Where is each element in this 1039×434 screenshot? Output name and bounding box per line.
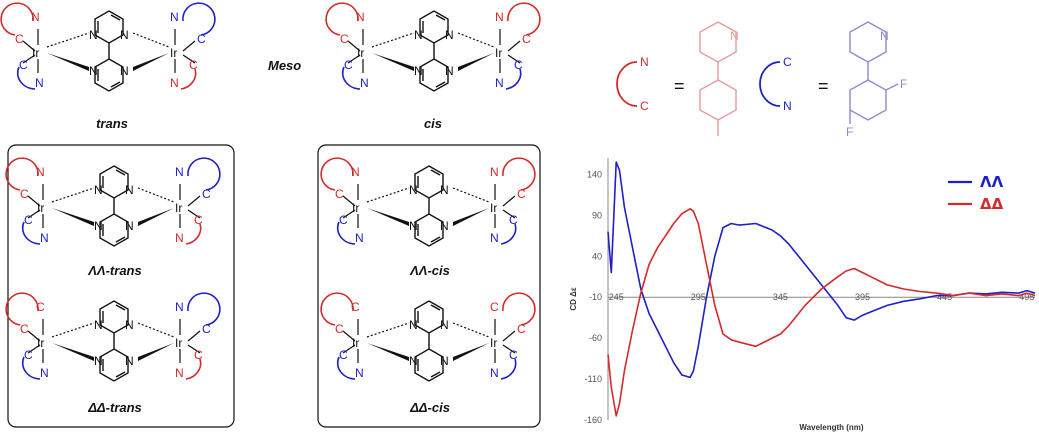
series-line-0	[607, 161, 1036, 379]
svg-text:N: N	[490, 165, 499, 179]
svg-text:N: N	[351, 165, 360, 179]
svg-text:C: C	[340, 32, 349, 46]
equals-sign-1: =	[674, 76, 685, 96]
svg-text:C: C	[522, 32, 531, 46]
x-axis-title: Wavelength (nm)	[799, 423, 863, 432]
svg-text:C: C	[517, 187, 526, 201]
label-dd-trans: ΔΔ-trans	[87, 400, 142, 415]
svg-text:C: C	[24, 348, 33, 362]
legend-py-n-red: N	[730, 29, 739, 43]
svg-text:C: C	[24, 213, 33, 227]
ligand-legend-red: N C = N	[616, 21, 739, 136]
x-tick-label: 445	[937, 292, 952, 302]
label-ll-cis: ΛΛ-cis	[409, 263, 450, 278]
box-cis-enantiomers	[317, 144, 541, 428]
label-meso: Meso	[268, 58, 301, 73]
svg-text:N: N	[175, 165, 184, 179]
svg-text:N: N	[175, 300, 184, 314]
svg-text:C: C	[335, 322, 344, 336]
svg-text:C: C	[339, 348, 348, 362]
x-tick-label: 395	[855, 292, 870, 302]
svg-text:N: N	[490, 231, 499, 245]
legend-label-0: ΛΛ	[980, 173, 1004, 191]
svg-text:C: C	[339, 213, 348, 227]
svg-text:N: N	[35, 76, 44, 90]
svg-text:N: N	[355, 231, 364, 245]
svg-text:C: C	[20, 322, 29, 336]
label-trans: trans	[96, 116, 128, 131]
y-tick-label: -60	[589, 333, 602, 343]
svg-text:N: N	[175, 231, 184, 245]
svg-text:N: N	[31, 10, 40, 24]
x-tick-label: 495	[1019, 292, 1034, 302]
complex-dd-cis: C C C N C C C N	[320, 292, 536, 382]
svg-text:C: C	[194, 213, 203, 227]
svg-text:C: C	[335, 187, 344, 201]
svg-text:C: C	[509, 348, 518, 362]
y-tick-label: -160	[584, 415, 602, 425]
legend-py-n-blue: N	[880, 29, 889, 43]
svg-text:N: N	[356, 10, 365, 24]
x-tick-label: 245	[609, 292, 624, 302]
cd-spectrum-chart: 140 90 40 -10 -60 -110 -160 245 295 345 395 445 495 C…	[569, 158, 1036, 432]
complex-trans: N C C N N C C N	[0, 2, 216, 92]
svg-text:N: N	[355, 366, 364, 380]
svg-text:N: N	[360, 76, 369, 90]
svg-text:C: C	[20, 187, 29, 201]
legend-n-blue: N	[783, 99, 792, 113]
svg-text:C: C	[202, 187, 211, 201]
svg-text:N: N	[495, 76, 504, 90]
svg-text:C: C	[36, 300, 45, 314]
svg-text:C: C	[351, 300, 360, 314]
complex-ll-trans: N C C N N C C N	[5, 157, 221, 247]
complex-cis: N C C N N C C N	[325, 2, 541, 92]
svg-text:N: N	[495, 10, 504, 24]
legend-label-1: ΔΔ	[980, 195, 1004, 213]
y-tick-label: 40	[592, 251, 602, 261]
svg-text:C: C	[490, 300, 499, 314]
ligand-legend-blue: C N = N F F	[759, 21, 907, 139]
equals-sign-2: =	[818, 76, 829, 96]
legend-c-blue: C	[783, 55, 792, 69]
y-tick-label: -10	[589, 292, 602, 302]
svg-text:C: C	[19, 58, 28, 72]
y-tick-label: -110	[585, 374, 602, 384]
svg-text:C: C	[344, 58, 353, 72]
svg-text:N: N	[170, 10, 179, 24]
label-cis: cis	[424, 116, 442, 131]
svg-text:N: N	[40, 366, 49, 380]
x-tick-label: 345	[773, 292, 788, 302]
svg-text:C: C	[189, 58, 198, 72]
y-tick-label: 90	[592, 210, 602, 220]
svg-text:C: C	[514, 58, 523, 72]
series-line-1	[607, 208, 1036, 417]
svg-text:N: N	[40, 231, 49, 245]
svg-text:C: C	[509, 213, 518, 227]
box-trans-enantiomers	[7, 144, 235, 428]
svg-text:C: C	[194, 348, 203, 362]
svg-text:N: N	[170, 76, 179, 90]
fluorine-label-2: F	[846, 125, 853, 139]
legend-n-red: N	[640, 55, 649, 69]
fluorine-label-1: F	[900, 77, 907, 91]
legend-c-red: C	[640, 99, 649, 113]
complex-dd-trans: C C C N N C C N	[5, 292, 221, 382]
y-tick-label: 140	[587, 169, 602, 179]
complex-ll-cis: N C C N N C C N	[320, 157, 536, 247]
svg-text:N: N	[175, 366, 184, 380]
svg-text:C: C	[202, 322, 211, 336]
svg-text:N: N	[490, 366, 499, 380]
label-dd-cis: ΔΔ-cis	[409, 400, 450, 415]
y-axis-title: CD Δε	[569, 287, 578, 311]
svg-text:C: C	[517, 322, 526, 336]
svg-text:N: N	[36, 165, 45, 179]
label-ll-trans: ΛΛ-trans	[87, 263, 141, 278]
svg-text:C: C	[15, 32, 24, 46]
svg-text:C: C	[197, 32, 206, 46]
x-tick-label: 295	[691, 292, 706, 302]
